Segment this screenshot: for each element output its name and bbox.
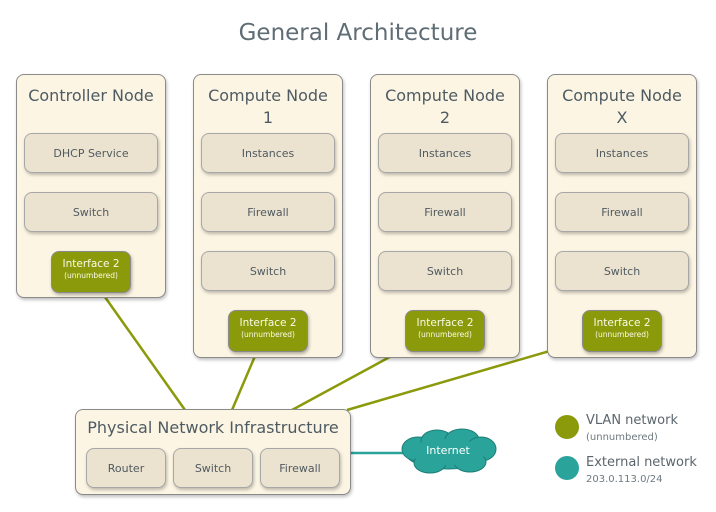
interface-note: (unnumbered) [595,330,649,339]
compute-node-1-title-line1: Compute Node [208,86,328,105]
interface-label: Interface 2 [239,317,297,329]
compute-node-2: Compute Node 2 Instances Firewall Switch… [370,74,520,358]
cnx-instances-box: Instances [555,133,689,173]
compute-node-2-title: Compute Node 2 [371,85,519,129]
legend-external-dot [555,456,579,480]
interface-label: Interface 2 [416,317,474,329]
controller-switch-box: Switch [24,192,158,232]
compute-node-1: Compute Node 1 Instances Firewall Switch… [193,74,343,358]
cnx-interface-2: Interface 2 (unnumbered) [582,310,662,352]
vlan-controller-infra [98,289,187,411]
cnx-switch-box: Switch [555,251,689,291]
infra-firewall-box: Firewall [260,448,340,488]
compute-node-1-title-line2: 1 [262,108,274,127]
compute-node-2-title-line2: 2 [439,108,451,127]
interface-label: Interface 2 [593,317,651,329]
compute-node-x-title-line1: Compute Node [562,86,682,105]
compute-node-x: Compute Node X Instances Firewall Switch… [547,74,697,358]
interface-label: Interface 2 [62,258,120,270]
interface-note: (unnumbered) [241,330,295,339]
cn2-instances-box: Instances [378,133,512,173]
legend-external-sub: 203.0.113.0/24 [586,474,663,485]
legend-vlan-label: VLAN network [586,413,678,428]
cn2-switch-box: Switch [378,251,512,291]
legend-external-label: External network [586,455,697,470]
controller-interface-2: Interface 2 (unnumbered) [51,251,131,293]
compute-node-1-title: Compute Node 1 [194,85,342,129]
compute-node-2-title-line1: Compute Node [385,86,505,105]
legend-vlan-sub: (unnumbered) [586,432,658,443]
compute-node-x-title: Compute Node X [548,85,696,129]
diagram-title: General Architecture [238,20,478,46]
legend-vlan-dot [555,415,579,439]
cn1-interface-2: Interface 2 (unnumbered) [228,310,308,352]
cn2-firewall-box: Firewall [378,192,512,232]
infra-switch-box: Switch [173,448,253,488]
interface-note: (unnumbered) [64,271,118,280]
cn1-switch-box: Switch [201,251,335,291]
vlan-cnx-infra [346,339,585,412]
infrastructure-title: Physical Network Infrastructure [87,418,339,437]
cn1-firewall-box: Firewall [201,192,335,232]
controller-node: Controller Node DHCP Service Switch Inte… [16,74,166,298]
compute-node-x-title-line2: X [616,108,628,127]
cn2-interface-2: Interface 2 (unnumbered) [405,310,485,352]
cn1-instances-box: Instances [201,133,335,173]
controller-node-title: Controller Node [28,86,154,105]
dhcp-service-box: DHCP Service [24,133,158,173]
vlan-cn1-infra [230,348,260,411]
internet-label: Internet [426,444,470,457]
cnx-firewall-box: Firewall [555,192,689,232]
infra-router-box: Router [86,448,166,488]
physical-network-infrastructure: Physical Network Infrastructure Router S… [75,409,351,495]
interface-note: (unnumbered) [418,330,472,339]
